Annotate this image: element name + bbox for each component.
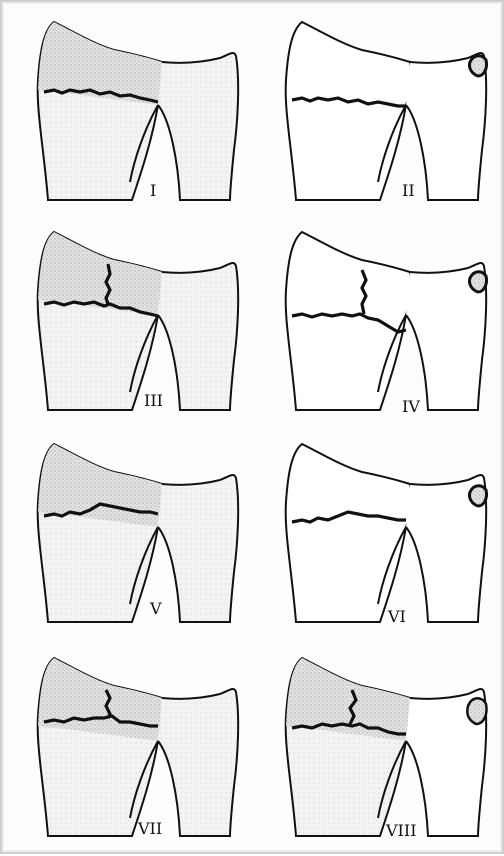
ulna-bone	[158, 53, 238, 200]
ulna-bone	[158, 263, 238, 410]
ulnar-styloid-fragment	[469, 272, 486, 292]
panel-label: III	[144, 391, 163, 410]
panel-vii: VII	[38, 658, 238, 838]
panel-iii: III	[38, 232, 238, 410]
ulnar-styloid-fragment	[467, 698, 486, 724]
panel-iv: IV	[286, 232, 487, 416]
panel-vi: VI	[286, 444, 487, 626]
radius-bone	[286, 22, 412, 200]
panel-label: II	[402, 181, 415, 200]
panel-v: V	[38, 444, 238, 622]
panel-label: IV	[402, 397, 420, 416]
panel-label: I	[150, 181, 156, 200]
ulnar-styloid-fragment	[469, 486, 486, 506]
panel-label: VII	[137, 819, 162, 838]
panel-viii: VIII	[286, 658, 487, 840]
panel-label: VIII	[385, 821, 417, 840]
radius-bone	[286, 444, 412, 622]
ulna-bone	[158, 689, 238, 836]
panel-label: V	[149, 599, 162, 618]
panel-label: VI	[387, 607, 406, 626]
panel-ii: II	[286, 22, 487, 200]
panel-i: I	[38, 22, 238, 200]
ulna-bone	[158, 475, 238, 622]
ulnar-styloid-fragment	[469, 56, 486, 76]
radius-bone	[286, 232, 412, 410]
